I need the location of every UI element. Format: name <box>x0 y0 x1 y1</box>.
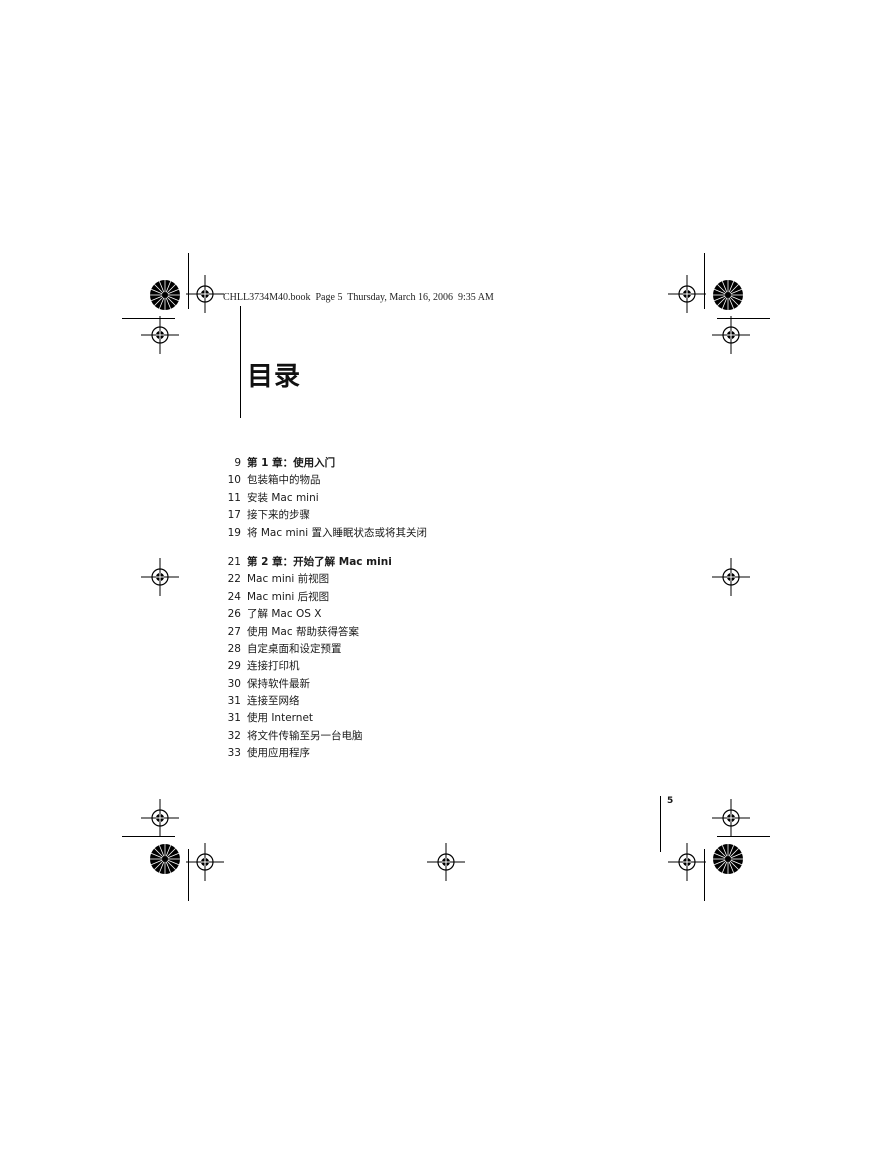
title-rule <box>240 306 241 418</box>
toc-entry-title: 安装 Mac mini <box>247 491 319 504</box>
toc-page-number: 31 <box>227 712 241 725</box>
toc-chapter-title: 第 1 章：使用入门 <box>247 457 336 469</box>
toc-page-number: 24 <box>227 590 241 603</box>
page-title: 目录 <box>247 362 302 392</box>
star-target-icon <box>713 844 743 874</box>
trim-line <box>704 849 705 901</box>
trim-line <box>188 253 189 309</box>
trim-line <box>188 849 189 901</box>
star-target-icon <box>713 280 743 310</box>
toc-entry-title: 接下来的步骤 <box>247 509 310 522</box>
trim-line <box>717 318 770 319</box>
toc-entry[interactable]: 33 使用应用程序 <box>222 745 642 762</box>
registration-mark-icon <box>141 558 179 596</box>
toc-page-number: 30 <box>227 677 241 690</box>
toc-page-number: 21 <box>227 555 241 568</box>
toc-page-number: 29 <box>227 660 241 673</box>
registration-mark-icon <box>141 316 179 354</box>
print-slug: CHLL3734M40.book Page 5 Thursday, March … <box>223 292 494 303</box>
registration-mark-icon <box>141 799 179 837</box>
toc-page-number: 19 <box>227 526 241 539</box>
toc-page-number: 28 <box>227 642 241 655</box>
registration-mark-icon <box>712 316 750 354</box>
toc-entry[interactable]: 26 了解 Mac OS X <box>222 606 642 623</box>
toc-entry-title: 将文件传输至另一台电脑 <box>247 729 363 742</box>
toc-entry-title: 使用 Mac 帮助获得答案 <box>247 625 359 638</box>
toc-entry-title: 了解 Mac OS X <box>247 608 322 621</box>
toc-page-number: 11 <box>227 491 241 504</box>
toc-entry[interactable]: 19 将 Mac mini 置入睡眠状态或将其关闭 <box>222 525 642 542</box>
toc-section-1: 9 第 1 章：使用入门 10 包装箱中的物品 11 安装 Mac mini 1… <box>222 455 642 542</box>
toc-entry[interactable]: 24 Mac mini 后视图 <box>222 589 642 606</box>
toc-entry[interactable]: 29 连接打印机 <box>222 658 642 675</box>
toc-entry-title: Mac mini 前视图 <box>247 573 330 586</box>
registration-mark-icon <box>712 799 750 837</box>
trim-line <box>122 836 175 837</box>
toc-page-number: 33 <box>227 747 241 760</box>
toc-entry-title: 包装箱中的物品 <box>247 474 321 487</box>
trim-line <box>122 318 175 319</box>
registration-mark-icon <box>668 275 706 313</box>
toc-entry[interactable]: 31 使用 Internet <box>222 710 642 727</box>
toc-entry[interactable]: 32 将文件传输至另一台电脑 <box>222 728 642 745</box>
toc-entry-title: 保持软件最新 <box>247 677 310 690</box>
toc-entry-title: 连接至网络 <box>247 695 300 708</box>
toc-page-number: 31 <box>227 695 241 708</box>
toc-page-number: 17 <box>227 509 241 522</box>
registration-mark-icon <box>186 275 224 313</box>
toc-page-number: 32 <box>227 729 241 742</box>
toc-page-number: 22 <box>227 573 241 586</box>
toc-page-number: 27 <box>227 625 241 638</box>
toc-entry[interactable]: 22 Mac mini 前视图 <box>222 571 642 588</box>
star-target-icon <box>150 280 180 310</box>
page-number: 5 <box>667 796 674 806</box>
toc-page-number: 10 <box>227 474 241 487</box>
registration-mark-icon <box>186 843 224 881</box>
toc-entry[interactable]: 28 自定桌面和设定预置 <box>222 641 642 658</box>
toc-entry-title: 使用应用程序 <box>247 747 310 760</box>
toc-section-2: 21 第 2 章：开始了解 Mac mini 22 Mac mini 前视图 2… <box>222 554 642 763</box>
toc-entry-title: 连接打印机 <box>247 660 300 673</box>
toc-entry[interactable]: 27 使用 Mac 帮助获得答案 <box>222 624 642 641</box>
toc-page-number: 9 <box>234 457 241 469</box>
toc-entry[interactable]: 30 保持软件最新 <box>222 676 642 693</box>
toc-chapter-title: 第 2 章：开始了解 Mac mini <box>247 555 392 568</box>
toc-chapter[interactable]: 9 第 1 章：使用入门 <box>222 455 642 472</box>
toc-entry[interactable]: 11 安装 Mac mini <box>222 490 642 507</box>
table-of-contents: 9 第 1 章：使用入门 10 包装箱中的物品 11 安装 Mac mini 1… <box>222 455 642 775</box>
registration-mark-icon <box>668 843 706 881</box>
trim-line <box>704 253 705 309</box>
toc-entry[interactable]: 31 连接至网络 <box>222 693 642 710</box>
toc-entry-title: 自定桌面和设定预置 <box>247 642 342 655</box>
toc-entry[interactable]: 10 包装箱中的物品 <box>222 472 642 489</box>
toc-chapter[interactable]: 21 第 2 章：开始了解 Mac mini <box>222 554 642 571</box>
toc-entry-title: 将 Mac mini 置入睡眠状态或将其关闭 <box>247 526 427 539</box>
toc-entry-title: 使用 Internet <box>247 712 314 725</box>
toc-entry[interactable]: 17 接下来的步骤 <box>222 507 642 524</box>
toc-entry-title: Mac mini 后视图 <box>247 590 330 603</box>
star-target-icon <box>150 844 180 874</box>
registration-mark-icon <box>712 558 750 596</box>
page-number-rule <box>660 796 661 852</box>
trim-line <box>717 836 770 837</box>
toc-page-number: 26 <box>227 608 241 621</box>
registration-mark-icon <box>427 843 465 881</box>
